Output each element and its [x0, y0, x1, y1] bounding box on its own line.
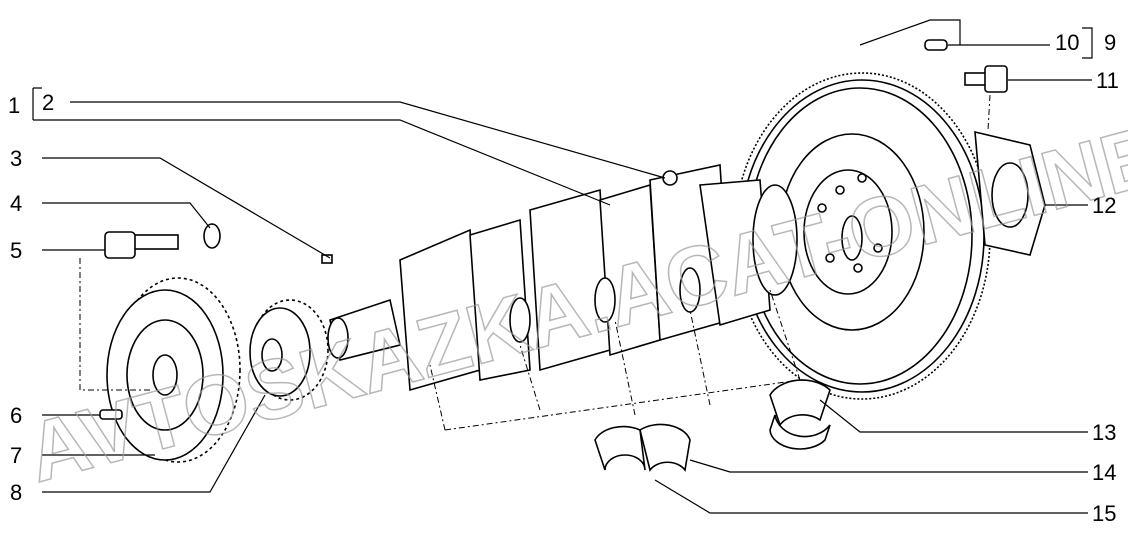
label-1: 1 — [8, 93, 20, 118]
bushing — [662, 170, 678, 186]
label-4: 4 — [10, 191, 22, 216]
pulley-bolt — [104, 231, 179, 259]
label-3: 3 — [10, 146, 22, 171]
dowel-pin — [924, 39, 948, 51]
main-bearing-upper — [769, 379, 831, 427]
crankshaft — [327, 164, 798, 392]
label-5: 5 — [10, 238, 22, 263]
flywheel — [733, 72, 991, 400]
label-7: 7 — [10, 443, 22, 468]
flywheel-bolt — [964, 65, 1008, 93]
label-12: 12 — [1092, 193, 1116, 218]
timing-gear — [249, 299, 329, 401]
label-11: 11 — [1096, 68, 1119, 93]
label-9: 9 — [1104, 30, 1116, 55]
main-bearing-lower — [769, 414, 831, 450]
washer — [203, 223, 221, 249]
thrust-washer-b — [639, 423, 691, 472]
label-6: 6 — [10, 403, 22, 428]
label-15: 15 — [1092, 501, 1116, 526]
label-2: 2 — [42, 90, 54, 115]
key — [321, 254, 333, 264]
leader-lines — [32, 19, 1093, 514]
pulley — [106, 277, 241, 463]
label-8: 8 — [10, 480, 22, 505]
label-14: 14 — [1092, 460, 1116, 485]
label-10: 10 — [1055, 30, 1079, 55]
thrust-washer-a — [594, 425, 646, 471]
label-13: 13 — [1092, 420, 1116, 445]
